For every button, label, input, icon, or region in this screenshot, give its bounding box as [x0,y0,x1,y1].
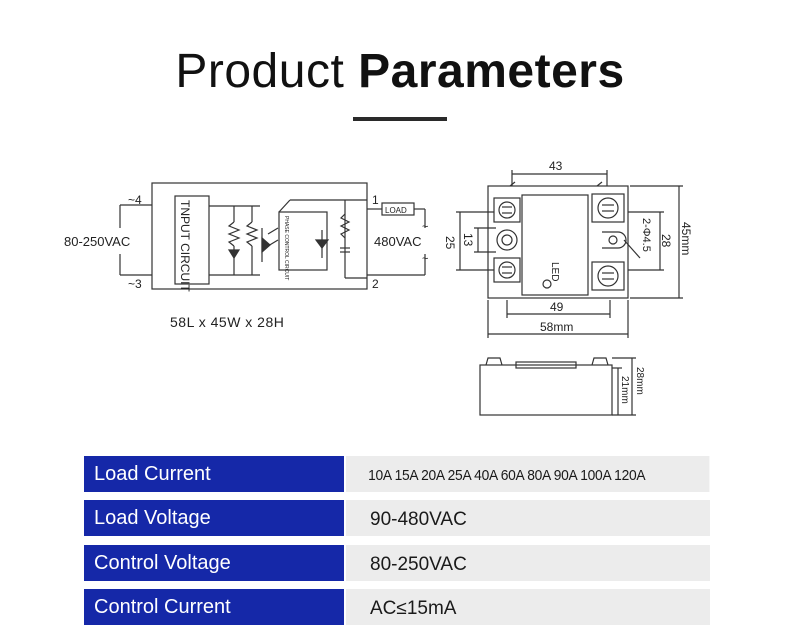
relay-body-outline [151,182,368,290]
dim-hole-spec: 2-Φ4.5 [640,218,652,252]
size-text: 58L x 45W x 28H [170,314,284,330]
pin2-label: 2 [372,277,379,291]
led-label: LED [549,262,560,281]
phase-control-text: PHASE CONTROL CIRCUIT [283,216,289,280]
output-voltage-label: 480VAC [374,234,421,249]
param-label: Load Current [84,456,344,492]
dim-top-width: 43 [549,159,563,173]
page-title: Product Parameters [0,44,800,99]
param-label: Control Current [84,589,344,625]
dim-side-body: 21mm [619,376,630,404]
dim-right-outer: 45mm [679,222,693,255]
param-row-control-voltage: Control Voltage 80-250VAC [84,545,710,581]
title-bold: Parameters [358,45,625,98]
input-voltage-label: 80-250VAC [64,234,130,249]
pin4-label: ~4 [128,193,142,207]
input-circuit-block [174,195,210,285]
dim-inner-left: 13 [461,233,475,247]
param-label: Load Voltage [84,500,344,536]
pin3-label: ~3 [128,277,142,291]
input-circuit-text: TNPUT CIRCUIT [178,200,192,292]
param-label: Control Voltage [84,545,344,581]
relay-top-view [487,185,629,299]
param-value: 90-480VAC [346,500,710,536]
load-label: LOAD [385,206,407,215]
dim-right-inner: 28 [659,234,673,248]
technical-diagram: ~4 ~3 80-250VAC 1 2 480VAC LOAD ~ ~ TNPU… [64,159,693,416]
param-value: AC≤15mA [346,589,710,625]
ac-mark-bottom: ~ [422,253,428,265]
title-light: Product [175,45,345,98]
ac-mark-top: ~ [422,221,428,233]
dim-outer-width: 58mm [540,320,573,334]
title-underline [353,117,447,121]
pin1-label: 1 [372,193,379,207]
param-row-load-current: Load Current 10A 15A 20A 25A 40A 60A 80A… [84,456,710,492]
dim-inner-width: 49 [550,300,564,314]
param-value: 80-250VAC [346,545,710,581]
param-value: 10A 15A 20A 25A 40A 60A 80A 90A 100A 120… [346,456,710,492]
relay-side-view [479,364,613,416]
param-row-load-voltage: Load Voltage 90-480VAC [84,500,710,536]
dim-left-height: 25 [443,236,457,250]
dim-side-total: 28mm [634,367,645,395]
param-row-control-current: Control Current AC≤15mA [84,589,710,625]
